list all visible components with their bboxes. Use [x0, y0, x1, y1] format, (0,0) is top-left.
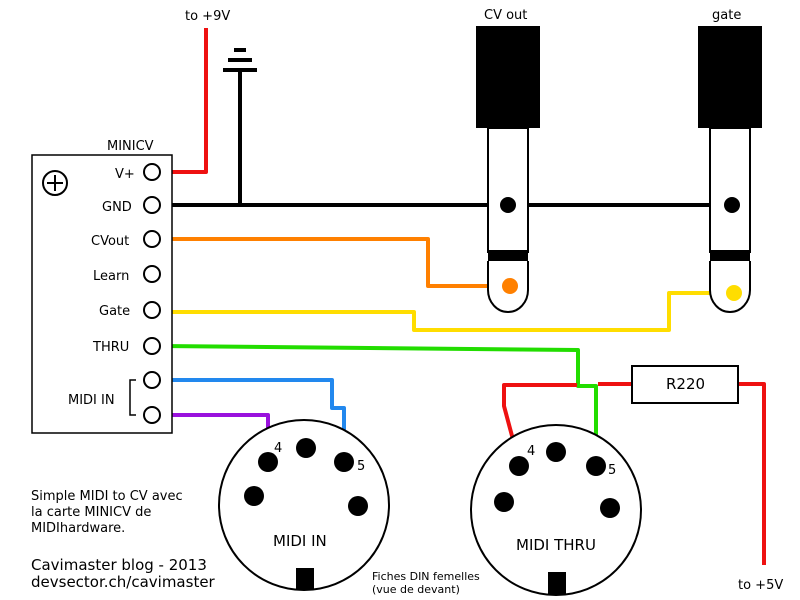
din-midi-thru [470, 424, 642, 596]
gate-wire [162, 291, 734, 332]
description-line3: MIDIhardware. [31, 521, 125, 536]
din-in-pin-2 [296, 438, 316, 458]
midi-in-wire-a [162, 378, 346, 462]
din-in-label: MIDI IN [273, 532, 327, 550]
cv-jack-tip-contact [502, 278, 518, 294]
din-thru-pin5-label: 5 [608, 463, 616, 478]
din-in-pin5-label: 5 [357, 459, 365, 474]
cv-out-label: CV out [484, 8, 527, 23]
din-in-pin-1 [244, 486, 264, 506]
din-key-notch [296, 568, 314, 590]
din-thru-pin-4 [509, 456, 529, 476]
power-wire-9v [162, 28, 208, 174]
gate-jack [698, 26, 762, 313]
gate-jack-tip-contact [726, 285, 742, 301]
gate-label: gate [712, 8, 741, 23]
pin-label-vplus: V+ [115, 167, 135, 182]
din-thru-pin4-label: 4 [527, 444, 535, 459]
description-line1: Simple MIDI to CV avec [31, 489, 183, 504]
resistor-wire-right [738, 382, 766, 565]
din-midi-in [218, 419, 390, 591]
board-pins [143, 163, 161, 424]
din-thru-pin-2 [546, 442, 566, 462]
din-in-pin-5 [334, 452, 354, 472]
din-thru-pin-3 [600, 498, 620, 518]
credit-line2: devsector.ch/cavimaster [31, 573, 216, 591]
pin-midi-in-a [143, 371, 161, 389]
cv-out-jack [476, 26, 540, 313]
pin-label-gnd: GND [102, 200, 132, 215]
pin-label-cvout: CVout [91, 234, 129, 249]
gate-jack-sleeve-contact [724, 197, 740, 213]
din-in-pin-4 [258, 452, 278, 472]
din-in-pin-3 [348, 496, 368, 516]
description-line2: la carte MINICV de [31, 505, 151, 520]
board-label: MINICV [107, 139, 154, 154]
din-note-line1: Fiches DIN femelles [372, 570, 480, 583]
resistor-label: R220 [666, 375, 705, 393]
thru-pin4-wire [502, 383, 577, 463]
ground-symbol [223, 48, 257, 72]
cv-jack-sleeve-contact [500, 197, 516, 213]
din-note-line2: (vue de devant) [372, 583, 460, 596]
credit-line1: Cavimaster blog - 2013 [31, 556, 207, 574]
pin-label-learn: Learn [93, 269, 129, 284]
pin-label-midi-in: MIDI IN [68, 393, 115, 408]
midi-in-bracket [129, 379, 136, 416]
pin-gate [143, 301, 161, 319]
pin-learn [143, 265, 161, 283]
pin-label-gate: Gate [99, 304, 130, 319]
resistor [631, 365, 739, 404]
din-thru-pin-1 [494, 492, 514, 512]
din-in-pin4-label: 4 [274, 441, 282, 456]
supply-5v-label: to +5V [738, 578, 783, 593]
pin-thru [143, 337, 161, 355]
pin-cvout [143, 230, 161, 248]
pin-midi-in-b [143, 406, 161, 424]
pin-label-thru: THRU [92, 340, 129, 355]
pin-gnd [143, 196, 161, 214]
din-key-notch [548, 572, 566, 594]
din-thru-pin-5 [586, 456, 606, 476]
supply-9v-label: to +9V [185, 9, 230, 24]
cv-wire [162, 237, 510, 288]
pin-vplus [143, 163, 161, 181]
din-thru-label: MIDI THRU [516, 536, 596, 554]
thru-wire [161, 344, 598, 462]
